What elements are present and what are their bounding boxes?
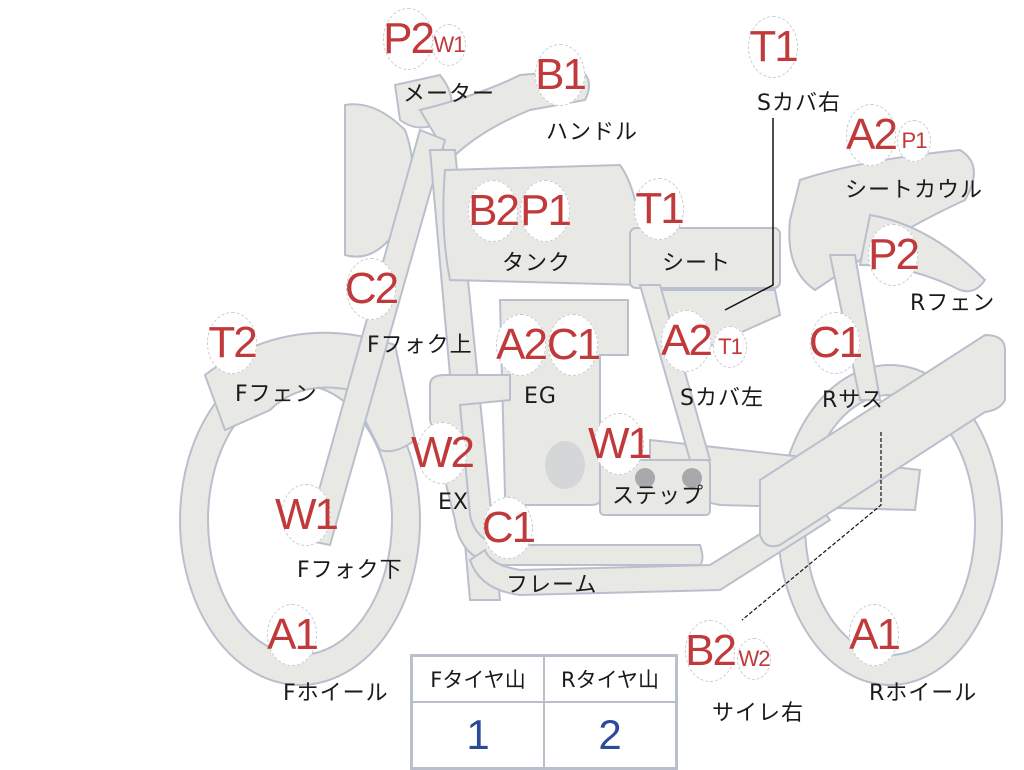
part-label: Rフェン [910, 291, 996, 316]
code-badge: W1 [275, 484, 339, 546]
part-label: Fフェン [235, 382, 318, 407]
code-badge: T1 [748, 16, 799, 78]
leader-line-silencer [741, 432, 882, 621]
code-badge: P2 [383, 8, 435, 70]
part-label: EG [524, 384, 557, 409]
code-badge: A2 [661, 310, 713, 372]
code-badge: A1 [849, 604, 901, 666]
rear-tire-header: Rタイヤ山 [543, 654, 678, 703]
part-label: Rホイール [869, 681, 978, 706]
code-badge: A1 [267, 604, 319, 666]
silencer-shape [759, 333, 1006, 548]
code-badge: C1 [809, 312, 863, 374]
part-label: Fフォク上 [367, 333, 473, 358]
part-label: ハンドル [546, 120, 639, 145]
code-badge: B2 [685, 620, 737, 682]
code-badge: A2 [846, 104, 898, 166]
code-badge: T1 [634, 178, 685, 240]
code-badge: A2 [496, 314, 548, 376]
code-badge: W2 [737, 638, 771, 680]
part-label: Rサス [822, 388, 884, 413]
rear-tire-value: 2 [543, 701, 678, 770]
part-label: Sカバ左 [680, 386, 764, 411]
code-badge: B1 [535, 44, 587, 106]
code-badge: W2 [411, 422, 475, 484]
code-badge: C2 [345, 258, 399, 320]
part-label: Fホイール [283, 681, 389, 706]
code-badge: P2 [868, 224, 920, 286]
step-peg-right [682, 468, 702, 488]
step-peg-left [635, 468, 655, 488]
seat-shape [629, 227, 781, 289]
code-badge: T2 [207, 312, 258, 374]
rear-frame-shape [638, 284, 712, 461]
part-label: ステップ [612, 484, 705, 509]
code-badge: B2 [468, 180, 520, 242]
code-badge: P1 [520, 180, 572, 242]
front-fork-shape [303, 128, 447, 547]
front-tire-value: 1 [410, 701, 545, 770]
front-tire-header: Fタイヤ山 [410, 654, 545, 703]
part-label: メーター [403, 82, 496, 107]
code-badge: C1 [547, 314, 601, 376]
part-label: タンク [502, 251, 572, 276]
step-shape [599, 459, 711, 516]
part-label: Fフォク下 [297, 558, 403, 583]
code-badge: W1 [432, 24, 466, 66]
part-label: サイレ右 [712, 701, 805, 726]
engine-cover-shape [545, 441, 585, 489]
code-badge: W1 [588, 413, 652, 475]
code-badge: T1 [713, 326, 747, 368]
tire-tread-table: Fタイヤ山 Rタイヤ山 1 2 [410, 654, 678, 770]
part-label: Sカバ右 [757, 91, 841, 116]
leader-line-s-cover-right [724, 118, 774, 311]
exhaust-shape [429, 374, 704, 566]
code-badge: P1 [897, 120, 931, 162]
part-label: フレーム [506, 573, 598, 598]
code-badge: C1 [482, 497, 536, 559]
part-label: シートカウル [845, 178, 984, 203]
part-label: シート [662, 251, 732, 276]
part-label: EX [438, 490, 469, 515]
